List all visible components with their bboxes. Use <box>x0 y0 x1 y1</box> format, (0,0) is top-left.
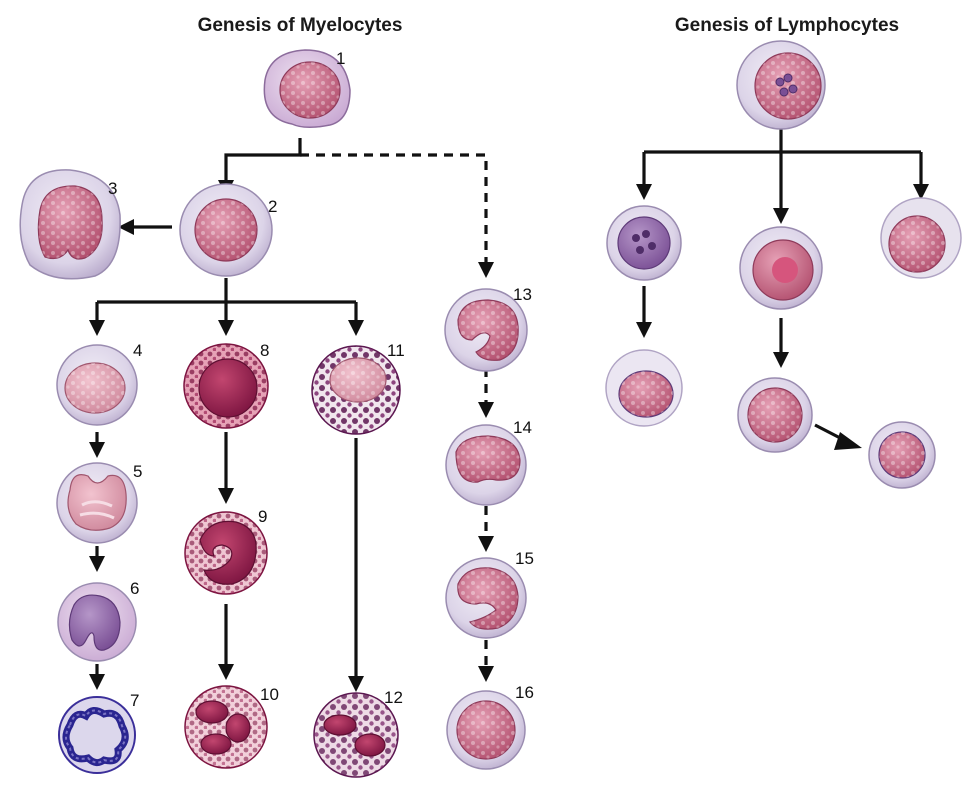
label-1: 1 <box>336 49 345 68</box>
cell-13 <box>444 288 528 372</box>
cell-lymph-left-1 <box>606 205 682 281</box>
label-14: 14 <box>513 418 532 437</box>
label-2: 2 <box>268 197 277 216</box>
cell-lymph-right <box>880 197 962 279</box>
label-16: 16 <box>515 683 534 702</box>
cell-9 <box>184 511 268 595</box>
cell-1 <box>263 49 351 128</box>
title-lymphocytes: Genesis of Lymphocytes <box>675 15 899 36</box>
cell-7 <box>58 696 136 774</box>
cell-number-labels: 1 2 3 4 5 6 7 8 9 10 11 12 13 14 15 16 <box>108 49 534 710</box>
label-3: 3 <box>108 179 117 198</box>
cell-8 <box>183 343 269 429</box>
cell-3 <box>19 169 121 280</box>
cell-4 <box>56 344 138 426</box>
cell-lymphoblast <box>736 40 826 130</box>
label-5: 5 <box>133 462 142 481</box>
cell-12 <box>313 692 399 778</box>
cell-14 <box>445 424 527 506</box>
cell-lymph-left-2 <box>605 349 683 427</box>
label-10: 10 <box>260 685 279 704</box>
cell-lymph-center-1 <box>739 226 823 310</box>
cell-lymph-center-2 <box>737 377 813 453</box>
title-myelocytes: Genesis of Myelocytes <box>198 15 403 36</box>
cell-6 <box>57 582 137 662</box>
cell-16 <box>446 690 526 770</box>
label-6: 6 <box>130 579 139 598</box>
label-4: 4 <box>133 341 142 360</box>
label-12: 12 <box>384 688 403 707</box>
label-13: 13 <box>513 285 532 304</box>
cell-11 <box>311 345 401 435</box>
cell-10 <box>184 685 268 769</box>
label-15: 15 <box>515 549 534 568</box>
cell-5 <box>56 462 138 544</box>
label-11: 11 <box>387 341 405 360</box>
cell-lymph-center-3 <box>868 421 936 489</box>
cell-15 <box>445 557 527 639</box>
label-7: 7 <box>130 691 139 710</box>
connector-lines <box>89 122 929 692</box>
label-9: 9 <box>258 507 267 526</box>
label-8: 8 <box>260 341 269 360</box>
cell-2 <box>179 183 273 277</box>
